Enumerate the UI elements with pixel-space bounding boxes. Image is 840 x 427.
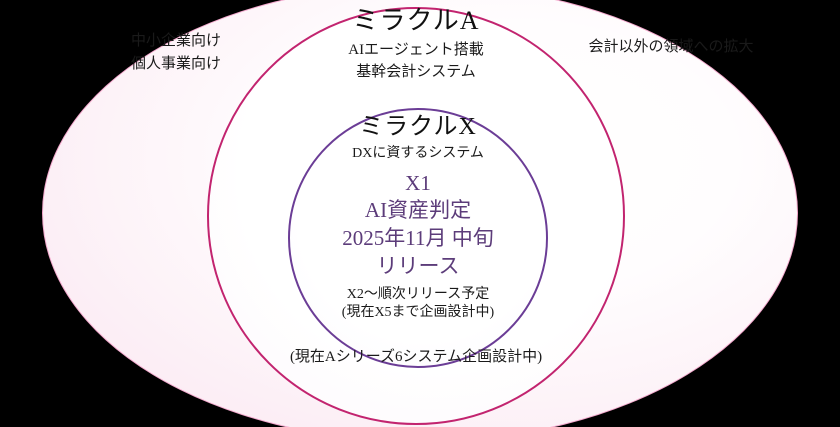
miracle-x-tail-line-2: (現在X5まで企画設計中) (341, 304, 495, 320)
miracle-a-subtitle: AIエージェント搭載 基幹会計システム (276, 40, 556, 84)
miracle-x-tail-line-1: X2〜順次リリース予定 (346, 286, 490, 302)
miracle-x-highlight-line-3: 2025年11月 中旬 (342, 226, 494, 251)
miracle-x-title: ミラクルX (359, 114, 477, 140)
note-right-label: 会計以外の領域への拡大 (588, 39, 754, 55)
miracle-a-title: ミラクルA (352, 6, 480, 35)
miracle-x-highlight: X1 AI資産判定 2025年11月 中旬 リリース (288, 170, 548, 281)
note-left-line-2: 個人事業向け (130, 55, 221, 72)
miracle-x-tail: X2〜順次リリース予定 (現在X5まで企画設計中) (288, 286, 548, 323)
note-bottom: (現在Aシリーズ6システム企画設計中) (256, 348, 576, 367)
miracle-x-highlight-line-2: AI資産判定 (364, 198, 472, 223)
miracle-a-heading: ミラクルA AIエージェント搭載 基幹会計システム (276, 4, 556, 84)
miracle-x-subtitle: DXに資するシステム (352, 145, 484, 161)
note-left: 中小企業向け 個人事業向け (96, 30, 256, 75)
miracle-x-highlight-line-4: リリース (376, 253, 460, 278)
miracle-x-circle (288, 108, 548, 368)
note-left-line-1: 中小企業向け (130, 33, 221, 49)
note-right: 会計以外の領域への拡大 (556, 38, 786, 57)
miracle-a-subtitle-line-2: 基幹会計システム (356, 64, 476, 81)
miracle-a-subtitle-line-1: AIエージェント搭載 (348, 42, 484, 59)
miracle-x-content: ミラクルX DXに資するシステム X1 AI資産判定 2025年11月 中旬 リ… (288, 112, 548, 322)
note-bottom-label: (現在Aシリーズ6システム企画設計中) (289, 349, 543, 365)
miracle-x-highlight-line-1: X1 (405, 170, 431, 195)
